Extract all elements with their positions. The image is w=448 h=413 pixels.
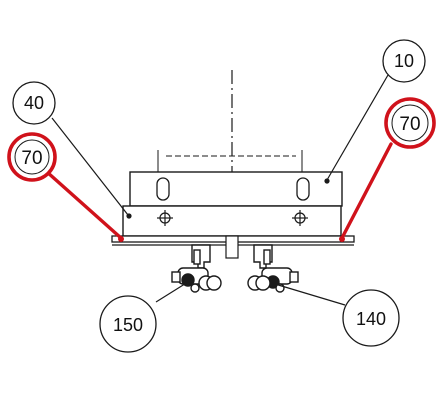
callout-10-label: 10 xyxy=(394,51,414,71)
right-fitting-assembly xyxy=(247,244,299,293)
callout-70-right-label: 70 xyxy=(399,114,420,135)
callout-70-left-label: 70 xyxy=(21,148,42,169)
callout-150: 150 xyxy=(99,295,157,353)
callout-140-label: 140 xyxy=(356,309,386,329)
callout-70-left: 70 xyxy=(7,132,57,182)
slot-holes xyxy=(156,177,310,201)
highlight-leader-ends xyxy=(118,236,345,242)
callout-40-label: 40 xyxy=(24,93,44,113)
callout-70-right: 70 xyxy=(384,97,436,149)
dimension-lines xyxy=(157,150,303,172)
left-fitting-assembly xyxy=(171,244,222,293)
callout-40: 40 xyxy=(12,81,56,125)
leader-lines xyxy=(51,74,389,306)
crosshair-holes xyxy=(157,210,308,226)
callout-150-label: 150 xyxy=(113,315,143,335)
highlight-leader-lines xyxy=(45,142,393,240)
callout-140: 140 xyxy=(342,289,400,347)
callout-10: 10 xyxy=(382,39,426,83)
center-stud xyxy=(225,235,239,259)
